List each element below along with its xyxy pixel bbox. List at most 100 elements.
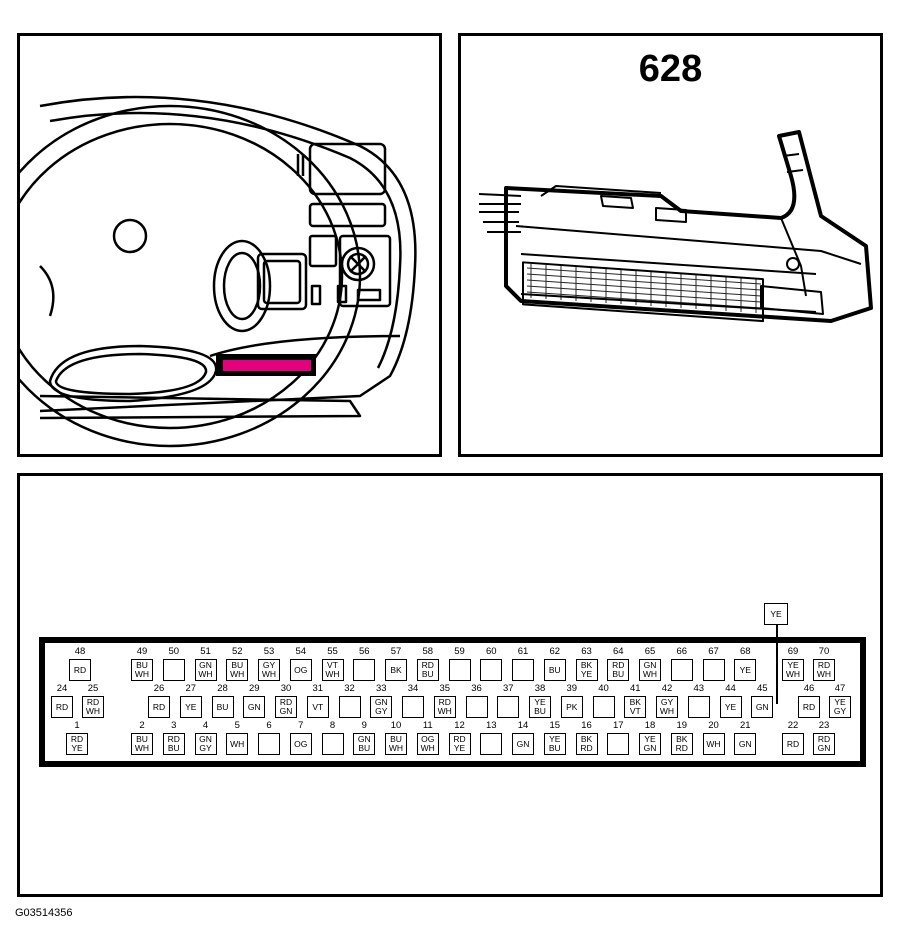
- pin-20-cavity: WH: [702, 733, 725, 755]
- pin-38-cavity: YE BU: [529, 696, 551, 718]
- pin-number: 35: [439, 683, 451, 694]
- pin-number: 49: [136, 646, 148, 657]
- pin-number: 63: [581, 646, 592, 657]
- pin-number: 36: [471, 683, 482, 694]
- pin-52-cavity: BU WH: [226, 659, 249, 681]
- pin-35-cavity: RD WH: [433, 696, 456, 718]
- pin-39-cavity: PK: [560, 696, 583, 718]
- external-wire-color: YE: [764, 603, 788, 625]
- pin-number: 41: [629, 683, 641, 694]
- pin-28-cavity: BU: [211, 696, 234, 718]
- pin-number: 26: [153, 683, 165, 694]
- pin-number: 21: [739, 720, 751, 731]
- pin-number: 25: [87, 683, 99, 694]
- pin-17-cavity: [607, 733, 630, 755]
- pin-14-cavity: GN: [512, 733, 534, 755]
- pin-48-cavity: RD: [69, 659, 91, 681]
- pin-2-cavity: BU WH: [131, 733, 153, 755]
- pin-50-cavity: [162, 659, 185, 681]
- pin-number: 7: [298, 720, 304, 731]
- pin-number: 20: [708, 720, 719, 731]
- pin-number: 14: [517, 720, 529, 731]
- diagram-code: G03514356: [15, 907, 73, 919]
- pin-number: 47: [834, 683, 846, 694]
- pin-32-cavity: [338, 696, 361, 718]
- connector-panel: 628: [458, 33, 883, 457]
- module-location-highlight: [223, 360, 311, 371]
- pin-number: 34: [407, 683, 419, 694]
- pin-number: 13: [485, 720, 497, 731]
- pin-37-cavity: [497, 696, 520, 718]
- pin-9-cavity: GN BU: [353, 733, 376, 755]
- pin-19-cavity: BK RD: [670, 733, 693, 755]
- pin-number: 24: [56, 683, 68, 694]
- pin-number: 70: [818, 646, 830, 657]
- pin-33-cavity: GN GY: [370, 696, 393, 718]
- pin-60-cavity: [480, 659, 503, 681]
- pin-61-cavity: [512, 659, 534, 681]
- pin-number: 6: [266, 720, 272, 731]
- pin-62-cavity: BU: [543, 659, 566, 681]
- pin-number: 15: [549, 720, 561, 731]
- pin-16-cavity: BK RD: [575, 733, 598, 755]
- pin-56-cavity: [353, 659, 376, 681]
- pin-29-cavity: GN: [243, 696, 266, 718]
- pin-24-cavity: RD: [51, 696, 73, 718]
- pin-47-cavity: YE GY: [829, 696, 851, 718]
- pin-58-cavity: RD BU: [416, 659, 439, 681]
- pin-number: 23: [818, 720, 830, 731]
- pin-number: 19: [676, 720, 688, 731]
- pin-number: 9: [361, 720, 367, 731]
- pin-number: 67: [708, 646, 719, 657]
- pin-66-cavity: [670, 659, 693, 681]
- pin-number: 46: [803, 683, 815, 694]
- pin-number: 62: [549, 646, 561, 657]
- pin-40-cavity: [592, 696, 615, 718]
- pin-number: 27: [185, 683, 197, 694]
- pin-number: 59: [454, 646, 465, 657]
- pin-70-cavity: RD WH: [813, 659, 835, 681]
- pin-number: 30: [280, 683, 292, 694]
- pin-number: 16: [581, 720, 592, 731]
- pin-68-cavity: YE: [734, 659, 757, 681]
- pin-number: 17: [612, 720, 624, 731]
- pin-45-cavity: GN: [751, 696, 774, 718]
- pin-13-cavity: [480, 733, 503, 755]
- pin-number: 1: [74, 720, 80, 731]
- pin-number: 58: [422, 646, 434, 657]
- connector-face: [39, 637, 866, 767]
- pin-42-cavity: GY WH: [656, 696, 678, 718]
- pin-number: 18: [644, 720, 656, 731]
- pin-number: 43: [693, 683, 705, 694]
- pin-31-cavity: VT: [306, 696, 329, 718]
- pin-8-cavity: [321, 733, 344, 755]
- pin-number: 39: [566, 683, 578, 694]
- pin-53-cavity: GY WH: [258, 659, 280, 681]
- pin-55-cavity: VT WH: [321, 659, 344, 681]
- pin-number: 69: [787, 646, 799, 657]
- pin-69-cavity: YE WH: [782, 659, 804, 681]
- pin-1-cavity: RD YE: [66, 733, 88, 755]
- pin-number: 51: [200, 646, 211, 657]
- pin-54-cavity: OG: [289, 659, 312, 681]
- pin-49-cavity: BU WH: [131, 659, 153, 681]
- pin-number: 57: [390, 646, 402, 657]
- pin-46-cavity: RD: [798, 696, 820, 718]
- pin-number: 12: [454, 720, 465, 731]
- pin-12-cavity: RD YE: [448, 733, 471, 755]
- pin-number: 56: [358, 646, 370, 657]
- pin-18-cavity: YE GN: [639, 733, 661, 755]
- pin-51-cavity: GN WH: [194, 659, 217, 681]
- pin-10-cavity: BU WH: [385, 733, 407, 755]
- pin-number: 38: [534, 683, 546, 694]
- pin-number: 28: [217, 683, 228, 694]
- pin-7-cavity: OG: [289, 733, 312, 755]
- pin-6-cavity: [258, 733, 280, 755]
- pin-number: 40: [598, 683, 609, 694]
- pin-number: 37: [502, 683, 514, 694]
- location-panel: [17, 33, 442, 457]
- pin-11-cavity: OG WH: [416, 733, 439, 755]
- pin-27-cavity: YE: [179, 696, 202, 718]
- pin-number: 8: [329, 720, 336, 731]
